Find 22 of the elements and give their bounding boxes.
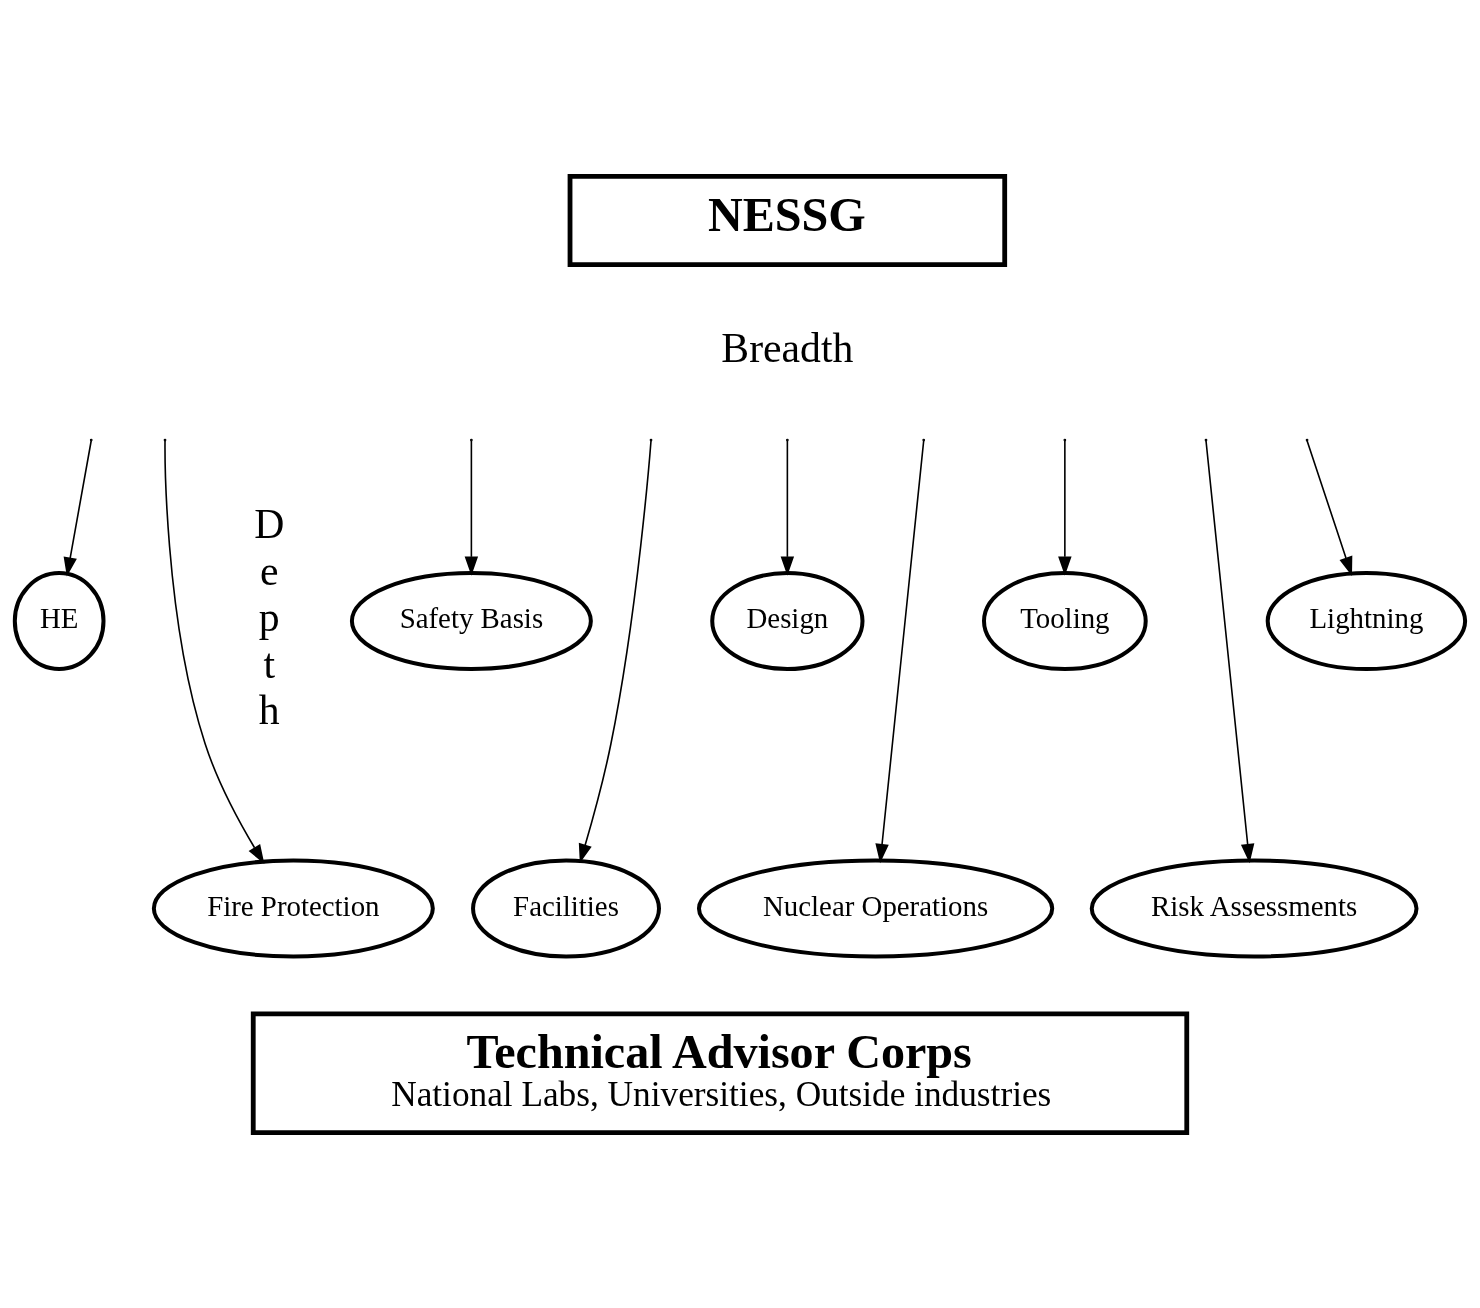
node-circle: HE <box>12 570 106 671</box>
node-ellipse: Nuclear Operations <box>696 858 1055 958</box>
arrow <box>164 439 265 864</box>
label: Depth <box>254 500 285 733</box>
arrow <box>578 439 652 863</box>
node-ellipse: Safety Basis <box>349 570 593 671</box>
node-box: Technical Advisor Corps National Labs, Universities, Outside industries <box>250 1011 1190 1135</box>
node-ellipse: Risk Assessments <box>1089 858 1419 958</box>
label: Breadth <box>721 324 854 371</box>
node-ellipse: Facilities <box>471 858 661 958</box>
node-ellipse: Design <box>710 570 865 671</box>
node-ellipse: Tooling <box>982 570 1148 671</box>
node-ellipse: Fire Protection <box>151 858 435 958</box>
arrow <box>1306 439 1353 576</box>
arrow <box>1205 439 1255 863</box>
arrow <box>875 439 925 863</box>
arrow <box>780 439 795 576</box>
arrow <box>464 439 479 576</box>
arrow <box>1058 439 1072 576</box>
arrow <box>63 439 92 577</box>
node-box: NESSG <box>567 173 1008 267</box>
node-ellipse: Lightning <box>1265 570 1468 671</box>
